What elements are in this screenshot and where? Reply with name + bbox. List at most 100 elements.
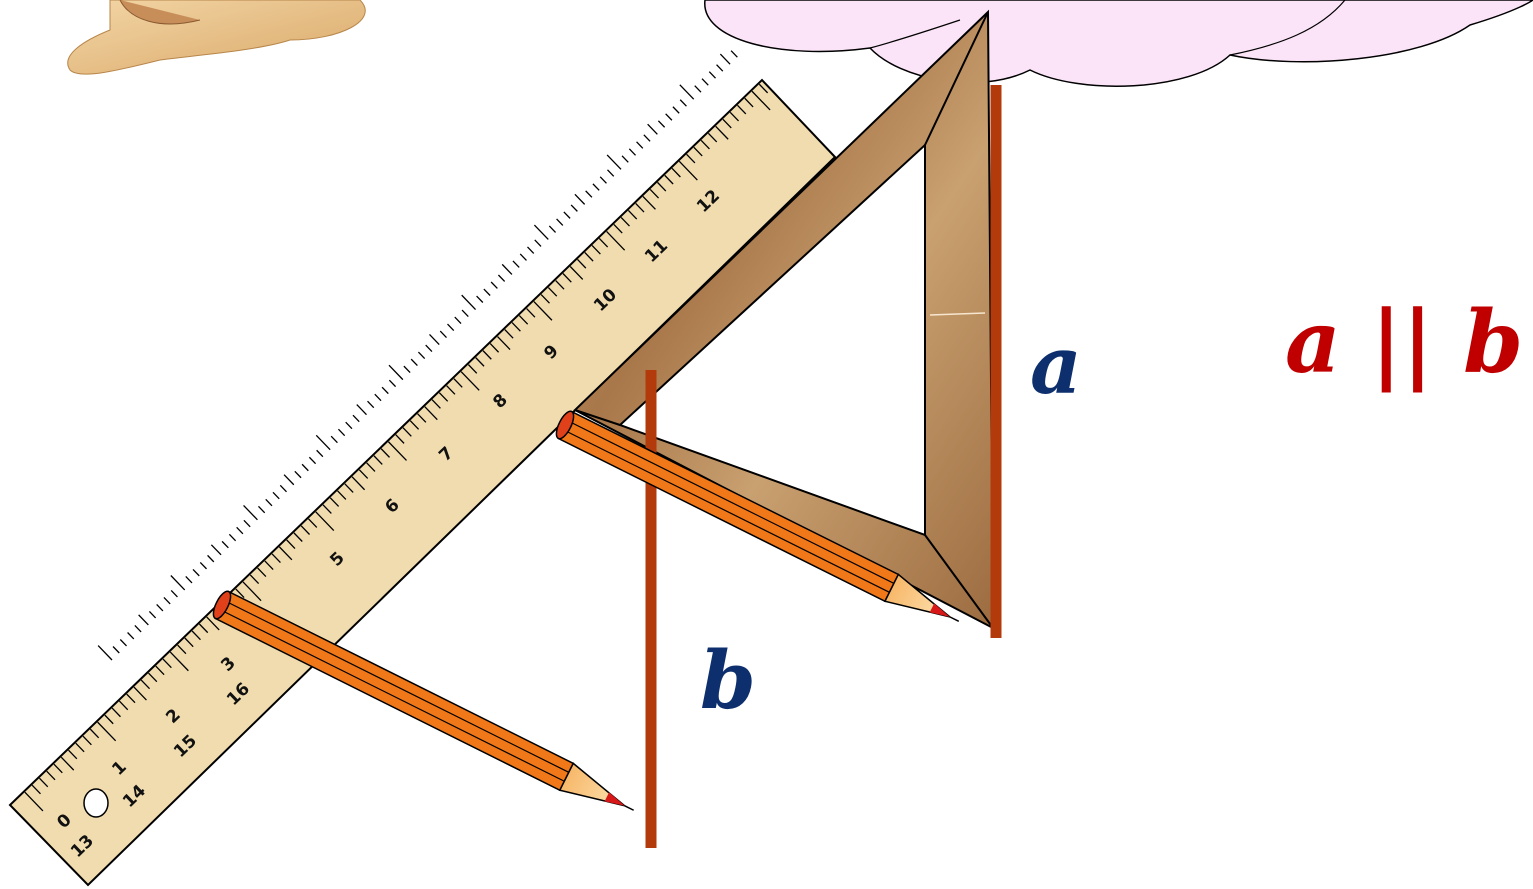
ruler-tick xyxy=(686,153,696,164)
ruler-outer-tick xyxy=(138,614,149,626)
ruler-outer-tick xyxy=(283,474,295,486)
ruler-outer-tick xyxy=(243,504,258,521)
ruler-outer-tick xyxy=(429,334,440,346)
ruler-outer-tick xyxy=(170,575,186,591)
ruler-tick xyxy=(198,623,209,634)
ruler-outer-tick xyxy=(97,645,113,661)
ruler-outer-tick xyxy=(679,84,695,100)
ruler-outer-tick xyxy=(381,386,389,395)
ruler-tick xyxy=(678,160,698,181)
ruler-outer-tick xyxy=(148,611,157,619)
ruler-tick xyxy=(467,364,478,374)
ruler-hole xyxy=(83,788,109,818)
ruler-outer-tick xyxy=(607,169,615,177)
ruler-tick xyxy=(460,371,480,391)
ruler-tick xyxy=(278,546,293,561)
ruler-outer-tick xyxy=(461,294,477,310)
ruler-outer-tick xyxy=(556,218,564,226)
ruler-outer-tick xyxy=(265,498,273,507)
ruler-tick xyxy=(257,567,267,578)
ruler-tick xyxy=(707,132,718,143)
ruler-outer-tick xyxy=(374,393,382,402)
ruler-tick xyxy=(627,209,638,220)
parallel-relation-label: a || b xyxy=(1285,292,1524,393)
ruler-outer-tick xyxy=(388,379,397,388)
ruler-tick xyxy=(424,406,438,421)
ruler-tick xyxy=(68,749,78,760)
ruler-outer-tick xyxy=(127,632,135,640)
ruler-tick xyxy=(395,434,405,444)
ruler-outer-tick xyxy=(490,281,498,289)
ruler-outer-tick xyxy=(647,123,658,135)
ruler-tick xyxy=(31,784,41,795)
ruler-tick xyxy=(729,111,740,122)
ruler-outer-tick xyxy=(356,404,367,416)
ruler-outer-tick xyxy=(563,211,571,219)
ruler-outer-tick xyxy=(694,85,702,93)
ruler-outer-tick xyxy=(527,246,535,254)
ruler-tick xyxy=(140,679,151,690)
ruler-tick xyxy=(380,448,390,458)
ruler-tick xyxy=(649,188,660,199)
ruler-tick xyxy=(664,174,674,185)
ruler-outer-tick xyxy=(701,78,709,86)
ruler-outer-tick xyxy=(628,148,637,156)
ruler-outer-ticks xyxy=(97,50,738,661)
ruler-outer-tick xyxy=(301,463,309,472)
ruler-tick xyxy=(547,287,558,297)
ruler-outer-tick xyxy=(730,50,738,58)
ruler-outer-tick xyxy=(221,540,229,549)
ruler-outer-tick xyxy=(192,568,200,577)
ruler-outer-tick xyxy=(210,544,222,556)
ruler-outer-tick xyxy=(533,224,549,240)
ruler-tick xyxy=(482,350,492,360)
ruler-outer-tick xyxy=(483,288,491,296)
ruler-outer-tick xyxy=(388,364,404,381)
ruler-outer-tick xyxy=(243,519,251,528)
ruler-tick xyxy=(497,336,511,351)
ruler-tick xyxy=(577,259,587,269)
ruler-tick xyxy=(409,420,420,430)
ruler-outer-tick xyxy=(606,154,622,170)
ruler-outer-tick xyxy=(294,470,302,479)
ruler-outer-tick xyxy=(461,309,469,317)
ruler-outer-tick xyxy=(439,330,447,339)
ruler-tick xyxy=(126,693,136,704)
ruler-tick xyxy=(118,700,129,711)
ruler-tick xyxy=(155,665,165,676)
ruler-outer-tick xyxy=(279,484,287,493)
ruler-outer-tick xyxy=(476,295,484,303)
ruler-tick xyxy=(286,539,296,549)
ruler-tick xyxy=(584,252,594,262)
ruler-outer-tick xyxy=(447,323,455,331)
ruler-outer-tick xyxy=(679,99,687,107)
ruler-outer-tick xyxy=(454,316,462,324)
ruler-outer-tick xyxy=(708,71,716,79)
ruler-outer-tick xyxy=(199,561,207,570)
ruler-tick xyxy=(206,616,220,631)
ruler-tick xyxy=(671,167,681,178)
ruler-tick xyxy=(133,686,147,701)
ruler-outer-tick xyxy=(185,575,193,584)
ruler-outer-tick xyxy=(316,449,324,458)
ruler-tick xyxy=(598,238,609,248)
ruler-outer-tick xyxy=(112,646,120,654)
ruler-tick xyxy=(693,146,703,157)
ruler-tick xyxy=(722,118,732,129)
ruler-tick xyxy=(351,476,366,491)
ruler-outer-tick xyxy=(534,239,542,247)
ruler-tick xyxy=(700,139,710,150)
ruler-tick xyxy=(446,385,456,395)
ruler-outer-tick xyxy=(410,358,418,367)
ruler-tick xyxy=(489,343,500,353)
ruler-outer-tick xyxy=(352,414,360,423)
line-b-label: b xyxy=(700,633,756,727)
ruler-tick xyxy=(402,427,412,437)
ruler-outer-tick xyxy=(345,421,353,430)
ruler-outer-tick xyxy=(519,253,527,261)
ruler-outer-tick xyxy=(403,365,411,374)
ruler-tick xyxy=(104,714,114,725)
ruler-outer-tick xyxy=(170,589,178,598)
